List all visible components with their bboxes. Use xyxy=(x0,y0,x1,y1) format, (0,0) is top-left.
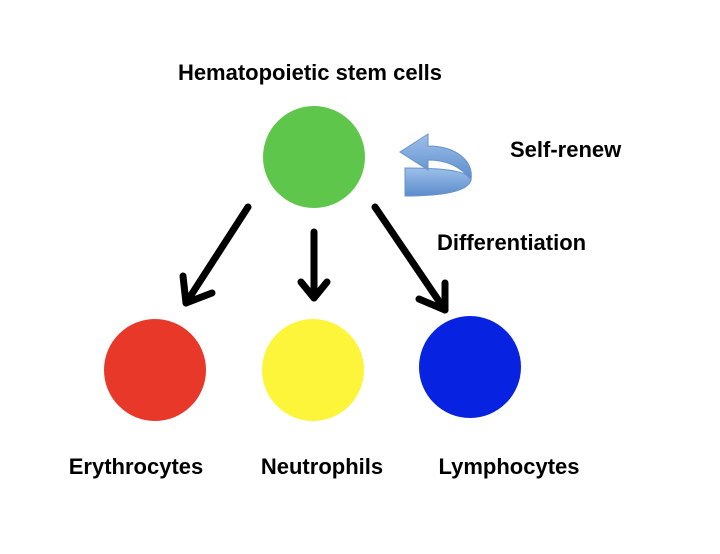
lymphocytes-label: Lymphocytes xyxy=(438,454,579,479)
lymphocytes-circle xyxy=(419,316,521,418)
erythrocytes-circle xyxy=(104,319,206,421)
stem-cell-circle xyxy=(263,106,365,208)
arrow-to-lymphocytes xyxy=(371,203,449,314)
self-renew-label: Self-renew xyxy=(510,137,622,162)
differentiation-label: Differentiation xyxy=(437,230,586,255)
arrow-to-neutrophils xyxy=(297,228,331,302)
arrow-to-erythrocytes xyxy=(179,203,252,307)
neutrophils-circle xyxy=(262,319,364,421)
erythrocytes-label: Erythrocytes xyxy=(69,454,204,479)
self-renew-arrow xyxy=(399,133,472,197)
neutrophils-label: Neutrophils xyxy=(261,454,383,479)
diagram-title: Hematopoietic stem cells xyxy=(178,60,442,85)
